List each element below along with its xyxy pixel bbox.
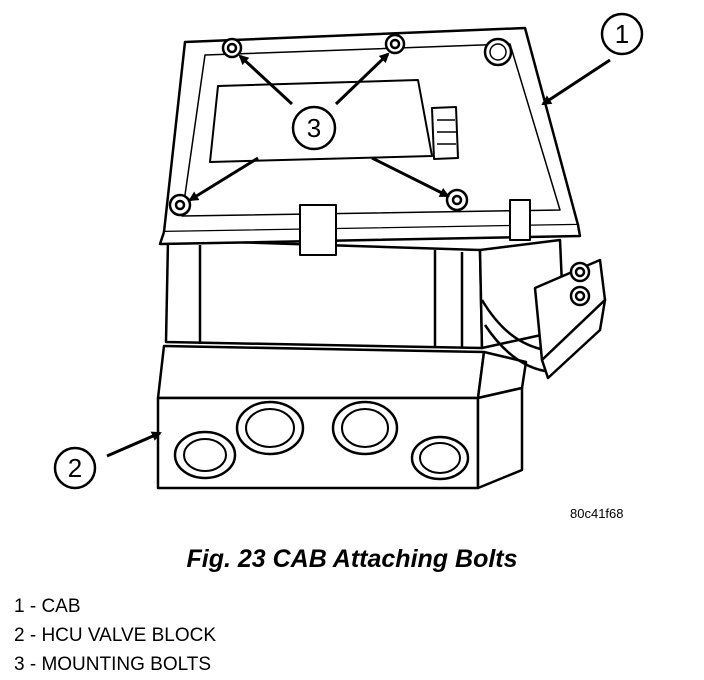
arrow-to-cab xyxy=(541,58,611,106)
svg-text:2: 2 xyxy=(68,453,82,483)
callout-1: 1 xyxy=(600,12,644,56)
mounting-bolt-3 xyxy=(168,193,192,217)
mounting-bolt-2 xyxy=(384,33,406,55)
callout-2: 2 xyxy=(53,446,97,490)
cab-cover xyxy=(158,26,582,256)
legend-item: 1 - CAB xyxy=(14,596,81,617)
arrow-to-hcu xyxy=(106,431,162,458)
arrow-to-bolt-1 xyxy=(238,54,294,106)
legend-item: 3 - MOUNTING BOLTS xyxy=(14,654,212,675)
svg-text:3: 3 xyxy=(307,113,321,143)
legend-item: 2 - HCU VALVE BLOCK xyxy=(14,625,217,646)
hcu-valve-block xyxy=(156,344,528,490)
leader-arrows xyxy=(106,52,611,458)
arrow-to-bolt-4 xyxy=(371,156,450,198)
mounting-bolt-4 xyxy=(445,188,469,212)
part-code: 80c41f68 xyxy=(570,506,624,521)
mounting-bolts xyxy=(168,33,469,217)
figure-caption: Fig. 23 CAB Attaching Bolts xyxy=(186,545,518,573)
callout-3: 3 xyxy=(291,105,337,151)
svg-text:1: 1 xyxy=(615,19,629,49)
legend-list: 1 - CAB 2 - HCU VALVE BLOCK 3 - MOUNTING… xyxy=(14,592,216,679)
arrow-to-bolt-2 xyxy=(334,52,390,106)
arrow-to-bolt-3 xyxy=(188,156,259,202)
mounting-bolt-1 xyxy=(221,37,243,59)
connector-bracket xyxy=(533,258,607,380)
cab-assembly-diagram: 1 2 3 80c41f68 xyxy=(53,12,644,521)
